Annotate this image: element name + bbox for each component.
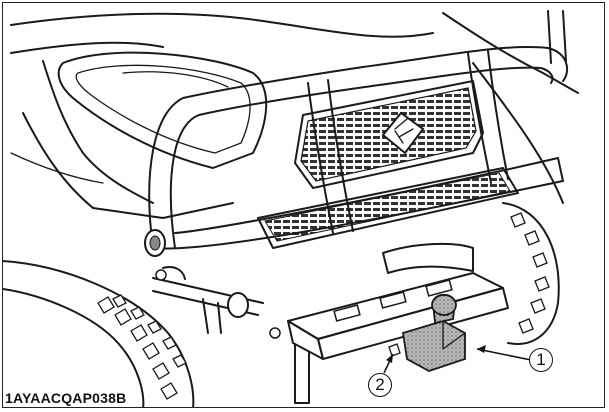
drive-shaft [152,242,474,334]
lower-grille [257,167,519,249]
headlight [57,51,268,169]
callout-2: 2 [368,373,392,397]
figure-frame: 1 2 1AYAACQAP038B [2,2,605,408]
figure-code: 1AYAACQAP038B [5,390,129,406]
left-front-tire [3,260,195,407]
callout-1: 1 [529,348,553,372]
brush-guard [144,46,569,257]
vehicle-front-illustration [3,10,579,407]
right-front-tire [502,202,560,345]
hitch-ball-mount [388,293,466,372]
upper-grille [294,80,484,189]
vehicle-body-lines [10,10,579,219]
callout-leaders [383,345,532,374]
